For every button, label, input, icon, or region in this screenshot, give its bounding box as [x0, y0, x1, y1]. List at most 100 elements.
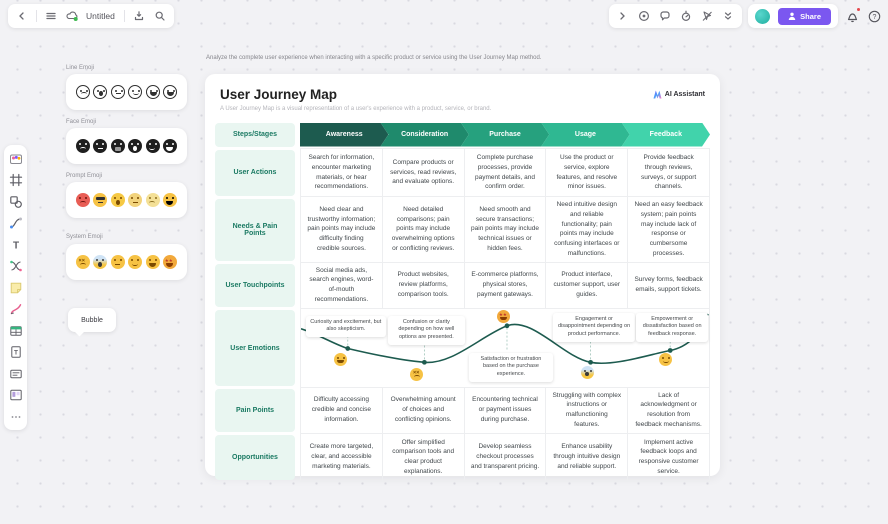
user-journey-map-card[interactable]: User Journey Map A User Journey Map is a… — [205, 74, 720, 482]
table-cell[interactable]: Product websites, review platforms, comp… — [382, 262, 465, 309]
table-cell[interactable]: Difficulty accessing credible and concis… — [301, 387, 383, 434]
pen-icon[interactable] — [8, 302, 23, 317]
table-cell[interactable]: Offer simplified comparison tools and cl… — [382, 433, 465, 482]
table-cell[interactable]: Develop seamless checkout processes and … — [464, 433, 547, 482]
zany-emoji[interactable] — [162, 193, 177, 207]
table-icon[interactable] — [8, 323, 23, 338]
search-icon[interactable] — [153, 9, 167, 23]
menu-icon[interactable] — [44, 9, 58, 23]
collapse-toolbar-icon[interactable] — [721, 9, 735, 23]
table-cell[interactable]: Complete purchase processes, provide pay… — [464, 149, 547, 197]
worried-line-emoji[interactable] — [93, 85, 108, 99]
table-cell[interactable]: Lack of acknowledgment or resolution fro… — [628, 387, 710, 434]
table-cell[interactable]: Need an easy feedback system; pain point… — [628, 197, 710, 263]
cool-shades-emoji[interactable] — [93, 193, 108, 207]
neutral-black-emoji[interactable] — [93, 139, 108, 153]
table-cell[interactable]: Need detailed comparisons; pain points m… — [382, 197, 465, 263]
laser-pointer-icon[interactable] — [700, 9, 714, 23]
mindmap-icon[interactable] — [8, 259, 23, 274]
happy-line-emoji[interactable] — [145, 85, 160, 99]
table-cell[interactable]: Overwhelming amount of choices and confl… — [382, 387, 465, 434]
table-cell[interactable]: Encountering technical or payment issues… — [464, 387, 547, 434]
table-cell[interactable]: Implement active feedback loops and resp… — [628, 433, 710, 482]
table-cell[interactable]: Compare products or services, read revie… — [382, 149, 465, 197]
speechless-black-emoji[interactable] — [110, 139, 125, 153]
steps-stages-header[interactable]: Steps/Stages — [215, 122, 295, 147]
melting-emoji[interactable] — [145, 193, 160, 207]
canvas-note-text[interactable]: Analyze the complete user experience whe… — [206, 55, 542, 61]
stage-usage[interactable]: Usage — [541, 123, 629, 147]
row-label[interactable]: Opportunities — [215, 435, 295, 480]
table-cell[interactable]: Struggling with complex instructions or … — [546, 387, 629, 434]
text-icon[interactable]: T — [8, 237, 23, 252]
surprised-black-emoji[interactable] — [128, 139, 143, 153]
table-cell[interactable]: Enhance usability through intuitive desi… — [546, 433, 629, 482]
prompt-emoji-panel[interactable] — [66, 182, 187, 218]
grinning-emoji[interactable] — [333, 352, 347, 366]
slight-smile-emoji[interactable] — [659, 352, 673, 366]
angry-emoji[interactable] — [76, 193, 90, 207]
screaming-emoji[interactable] — [580, 365, 594, 379]
user-emotions-cell[interactable]: Curiosity and excitement, but also skept… — [300, 308, 710, 388]
comment-icon[interactable] — [658, 9, 672, 23]
table-cell[interactable]: Social media ads, search engines, word-o… — [301, 262, 383, 309]
sticky-note-icon[interactable] — [8, 280, 23, 295]
bubble-shape[interactable]: Bubble — [68, 308, 116, 332]
stage-consideration[interactable]: Consideration — [380, 123, 468, 147]
slight-smile-line-emoji[interactable] — [128, 85, 143, 99]
slight-smile-emoji[interactable] — [128, 255, 143, 269]
table-cell[interactable]: Search for information, encounter market… — [301, 149, 383, 197]
sad-line-emoji[interactable] — [76, 85, 90, 99]
kanban-icon[interactable] — [8, 388, 23, 403]
row-label[interactable]: User Touchpoints — [215, 264, 295, 307]
table-cell[interactable]: Provide feedback through reviews, survey… — [628, 149, 710, 197]
screaming-emoji[interactable] — [93, 255, 108, 269]
laughing-black-emoji[interactable] — [162, 139, 177, 153]
save-icon[interactable] — [132, 9, 146, 23]
system-emoji-panel[interactable] — [66, 244, 187, 280]
timer-icon[interactable] — [679, 9, 693, 23]
thinking-emoji[interactable] — [128, 193, 143, 207]
neutral-line-emoji[interactable] — [110, 85, 125, 99]
relieved-sweat-emoji[interactable] — [110, 193, 125, 207]
face-emoji-panel[interactable] — [66, 128, 187, 164]
cloud-sync-icon[interactable] — [65, 9, 79, 23]
connector-icon[interactable] — [8, 216, 23, 231]
emotion-label[interactable]: Empowerment or dissatisfaction based on … — [636, 312, 708, 343]
table-cell[interactable]: Need clear and trustworthy information; … — [301, 197, 383, 263]
emotion-label[interactable]: Curiosity and excitement, but also skept… — [305, 315, 386, 338]
avatar[interactable] — [755, 8, 771, 24]
emotion-label[interactable]: Confusion or clarity depending on how we… — [387, 315, 466, 346]
stage-purchase[interactable]: Purchase — [461, 123, 549, 147]
frame-icon[interactable] — [8, 173, 23, 188]
table-cell[interactable]: Product interface, customer support, use… — [546, 262, 629, 309]
star-struck-emoji[interactable] — [497, 309, 511, 323]
templates-icon[interactable] — [8, 151, 23, 166]
help-icon[interactable]: ? — [866, 8, 882, 24]
text-block-icon[interactable] — [8, 366, 23, 381]
row-label[interactable]: User Emotions — [215, 310, 295, 386]
notification-bell-icon[interactable] — [844, 7, 861, 24]
share-button[interactable]: Share — [778, 7, 831, 25]
row-label[interactable]: Needs & Pain Points — [215, 198, 295, 261]
emotion-label[interactable]: Satisfaction or frustration based on the… — [469, 352, 553, 383]
sad-black-emoji[interactable] — [76, 139, 90, 153]
shapes-icon[interactable] — [8, 194, 23, 209]
doc-icon[interactable]: T — [8, 345, 23, 360]
table-cell[interactable]: Need smooth and secure transactions; pai… — [464, 197, 547, 263]
row-label[interactable]: Pain Points — [215, 389, 295, 432]
more-icon[interactable] — [8, 409, 23, 424]
table-cell[interactable]: Use the product or service, explore feat… — [546, 149, 629, 197]
smiling-black-emoji[interactable] — [145, 139, 160, 153]
ai-assistant-badge[interactable]: AI Assistant — [653, 90, 705, 99]
star-struck-emoji[interactable] — [162, 255, 177, 269]
stage-feedback[interactable]: Feedback — [622, 123, 710, 147]
frames-icon[interactable] — [637, 9, 651, 23]
back-chevron-icon[interactable] — [15, 9, 29, 23]
table-cell[interactable]: Need intuitive design and reliable funct… — [546, 197, 629, 263]
table-cell[interactable]: E-commerce platforms, physical stores, p… — [464, 262, 547, 309]
emotion-label[interactable]: Engagement or disappointment depending o… — [552, 312, 636, 343]
line-emoji-panel[interactable] — [66, 74, 187, 110]
document-title[interactable]: Untitled — [86, 11, 115, 21]
